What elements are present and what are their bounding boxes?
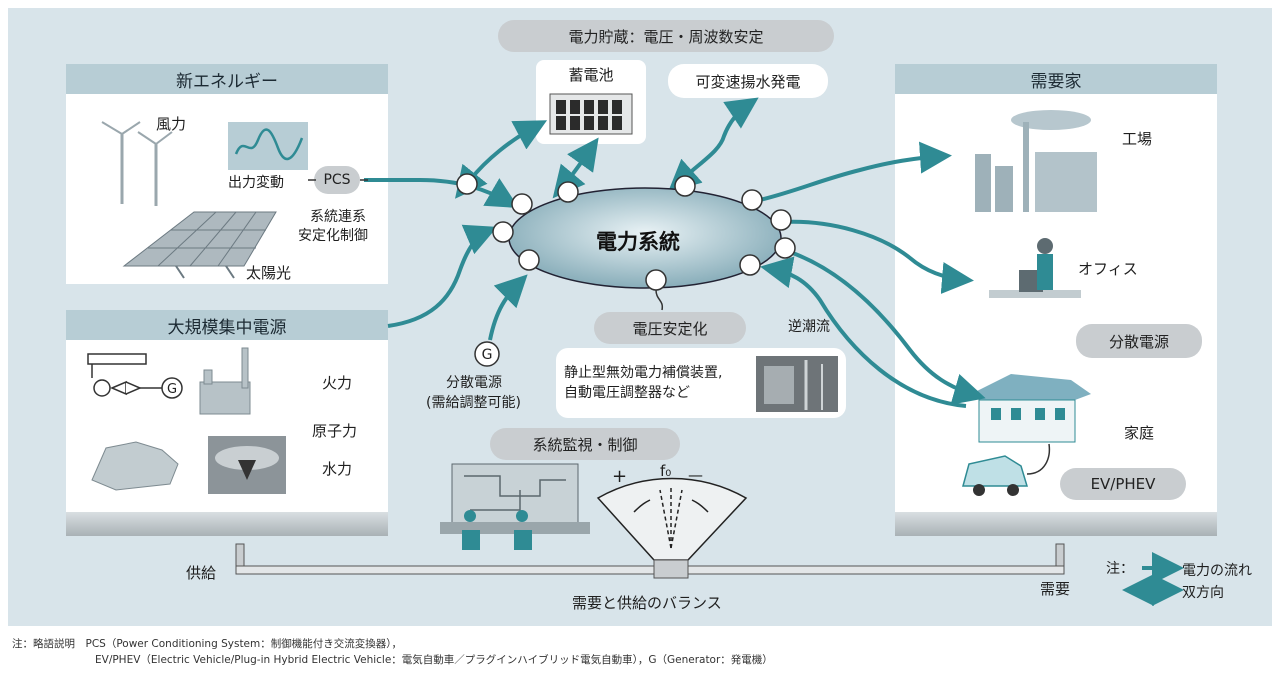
battery-icon [549, 93, 633, 135]
consumer-title: 需要家 [1030, 71, 1082, 92]
battery-label: 蓄電池 [568, 66, 614, 84]
legend-note: 注： [1106, 561, 1134, 577]
voltage-device-line1: 静止型無効電力補償装置, [564, 365, 723, 381]
footnote-line1: 注：略語説明 PCS（Power Conditioning System：制御機… [12, 638, 402, 650]
ev-pill: EV/PHEV [1060, 468, 1186, 500]
gauge-f0-label: f₀ [660, 462, 672, 480]
office-icon [989, 238, 1081, 298]
legend-power-flow-label: 電力の流れ [1182, 563, 1252, 579]
flow-grid-to-office [783, 219, 974, 294]
flow-grid-to-factory [759, 141, 952, 202]
balance-caption: 需要と供給のバランス [572, 594, 722, 612]
nuclear-plant-icon [91, 441, 179, 491]
balance-beam [235, 543, 1065, 579]
supply-label: 供給 [186, 564, 217, 582]
control-room-icon [440, 463, 590, 550]
new-energy-title: 新エネルギー [176, 71, 278, 92]
flow-grid-battery [455, 120, 548, 199]
distributed-generator-icon [474, 341, 500, 367]
pumped-hydro-box: 可変速揚水発電 [668, 64, 828, 98]
legend-bidirectional-label: 双方向 [1182, 585, 1224, 601]
solar-panel-icon [122, 211, 277, 279]
pcs-badge: PCS [314, 166, 360, 194]
generator-symbol: G [167, 382, 177, 397]
central-power-footer [66, 512, 388, 536]
consumer-distributed-label: 分散電源 [1108, 332, 1169, 351]
consumer-distributed-pill: 分散電源 [1076, 324, 1202, 358]
gauge-plus-label: + [612, 466, 628, 487]
flow-grid-to-home [789, 250, 986, 405]
balance-needle-icon [633, 488, 709, 549]
flow-new-energy-to-grid [364, 178, 519, 209]
grid-title: 電力系統 [596, 230, 680, 254]
wind-turbine-icon [101, 121, 173, 206]
voltage-device-line2: 自動電圧調整器など [564, 385, 690, 401]
pcs-label: PCS [323, 172, 351, 188]
fluctuation-graph-icon [228, 122, 308, 170]
house-icon [971, 374, 1091, 443]
grid-control-label-2: 安定化制御 [298, 228, 368, 244]
new-energy-illustration [101, 121, 308, 279]
monitoring-pill: 系統監視・制御 [490, 428, 680, 460]
factory-label: 工場 [1122, 130, 1153, 148]
ev-car-icon [962, 443, 1051, 496]
distributed-label-2: (需給調整可能) [426, 395, 521, 411]
flow-reverse-power [760, 256, 967, 408]
flow-grid-pumped-hydro [668, 97, 759, 192]
svc-device-photo-icon [756, 356, 838, 412]
monitoring-pill-label: 系統監視・制御 [532, 435, 638, 454]
thermal-generator-icon [87, 353, 183, 399]
wind-label: 風力 [156, 115, 187, 133]
flow-central-to-grid [387, 224, 498, 328]
factory-icon [975, 110, 1097, 212]
output-fluctuation-label: 出力変動 [228, 175, 284, 191]
voltage-connector [655, 289, 664, 311]
battery-box: 蓄電池 [536, 60, 646, 144]
thermal-label: 火力 [322, 374, 353, 392]
storage-pill: 電力貯蔵：電圧・周波数安定 [498, 20, 834, 52]
hydro-plant-icon [208, 436, 286, 494]
footnote-line2: EV/PHEV（Electric Vehicle/Plug-in Hybrid … [95, 654, 773, 666]
consumer-illustration [962, 110, 1097, 496]
pumped-hydro-label: 可変速揚水発電 [695, 72, 801, 91]
central-power-title: 大規模集中電源 [167, 317, 287, 338]
gauge-minus-label: — [688, 466, 703, 484]
grid-control-label-1: 系統連系 [310, 209, 366, 225]
flow-distributed-to-grid [488, 274, 528, 341]
home-label: 家庭 [1124, 424, 1155, 442]
flow-grid-battery-2 [552, 137, 599, 199]
central-power-header: 大規模集中電源 [66, 310, 388, 340]
voltage-pill: 電圧安定化 [594, 312, 746, 344]
voltage-device-box: 静止型無効電力補償装置, 自動電圧調整器など [556, 348, 846, 418]
distributed-generator-symbol: G [482, 347, 493, 363]
balance-gauge-icon [596, 477, 748, 561]
grid-nodes [456, 173, 796, 291]
thermal-plant-icon [199, 347, 251, 415]
consumer-header: 需要家 [895, 64, 1217, 94]
hydro-label: 水力 [322, 460, 353, 478]
distributed-label-1: 分散電源 [446, 375, 502, 391]
nuclear-label: 原子力 [312, 422, 358, 440]
central-power-illustration: G [87, 347, 286, 494]
reverse-flow-label: 逆潮流 [788, 319, 830, 335]
consumer-footer [895, 512, 1217, 536]
ev-label: EV/PHEV [1090, 475, 1156, 493]
demand-label: 需要 [1040, 580, 1071, 598]
solar-label: 太陽光 [246, 264, 292, 282]
voltage-pill-label: 電圧安定化 [632, 319, 708, 338]
storage-pill-label: 電力貯蔵：電圧・周波数安定 [568, 27, 764, 46]
new-energy-header: 新エネルギー [66, 64, 388, 94]
office-label: オフィス [1078, 260, 1138, 278]
